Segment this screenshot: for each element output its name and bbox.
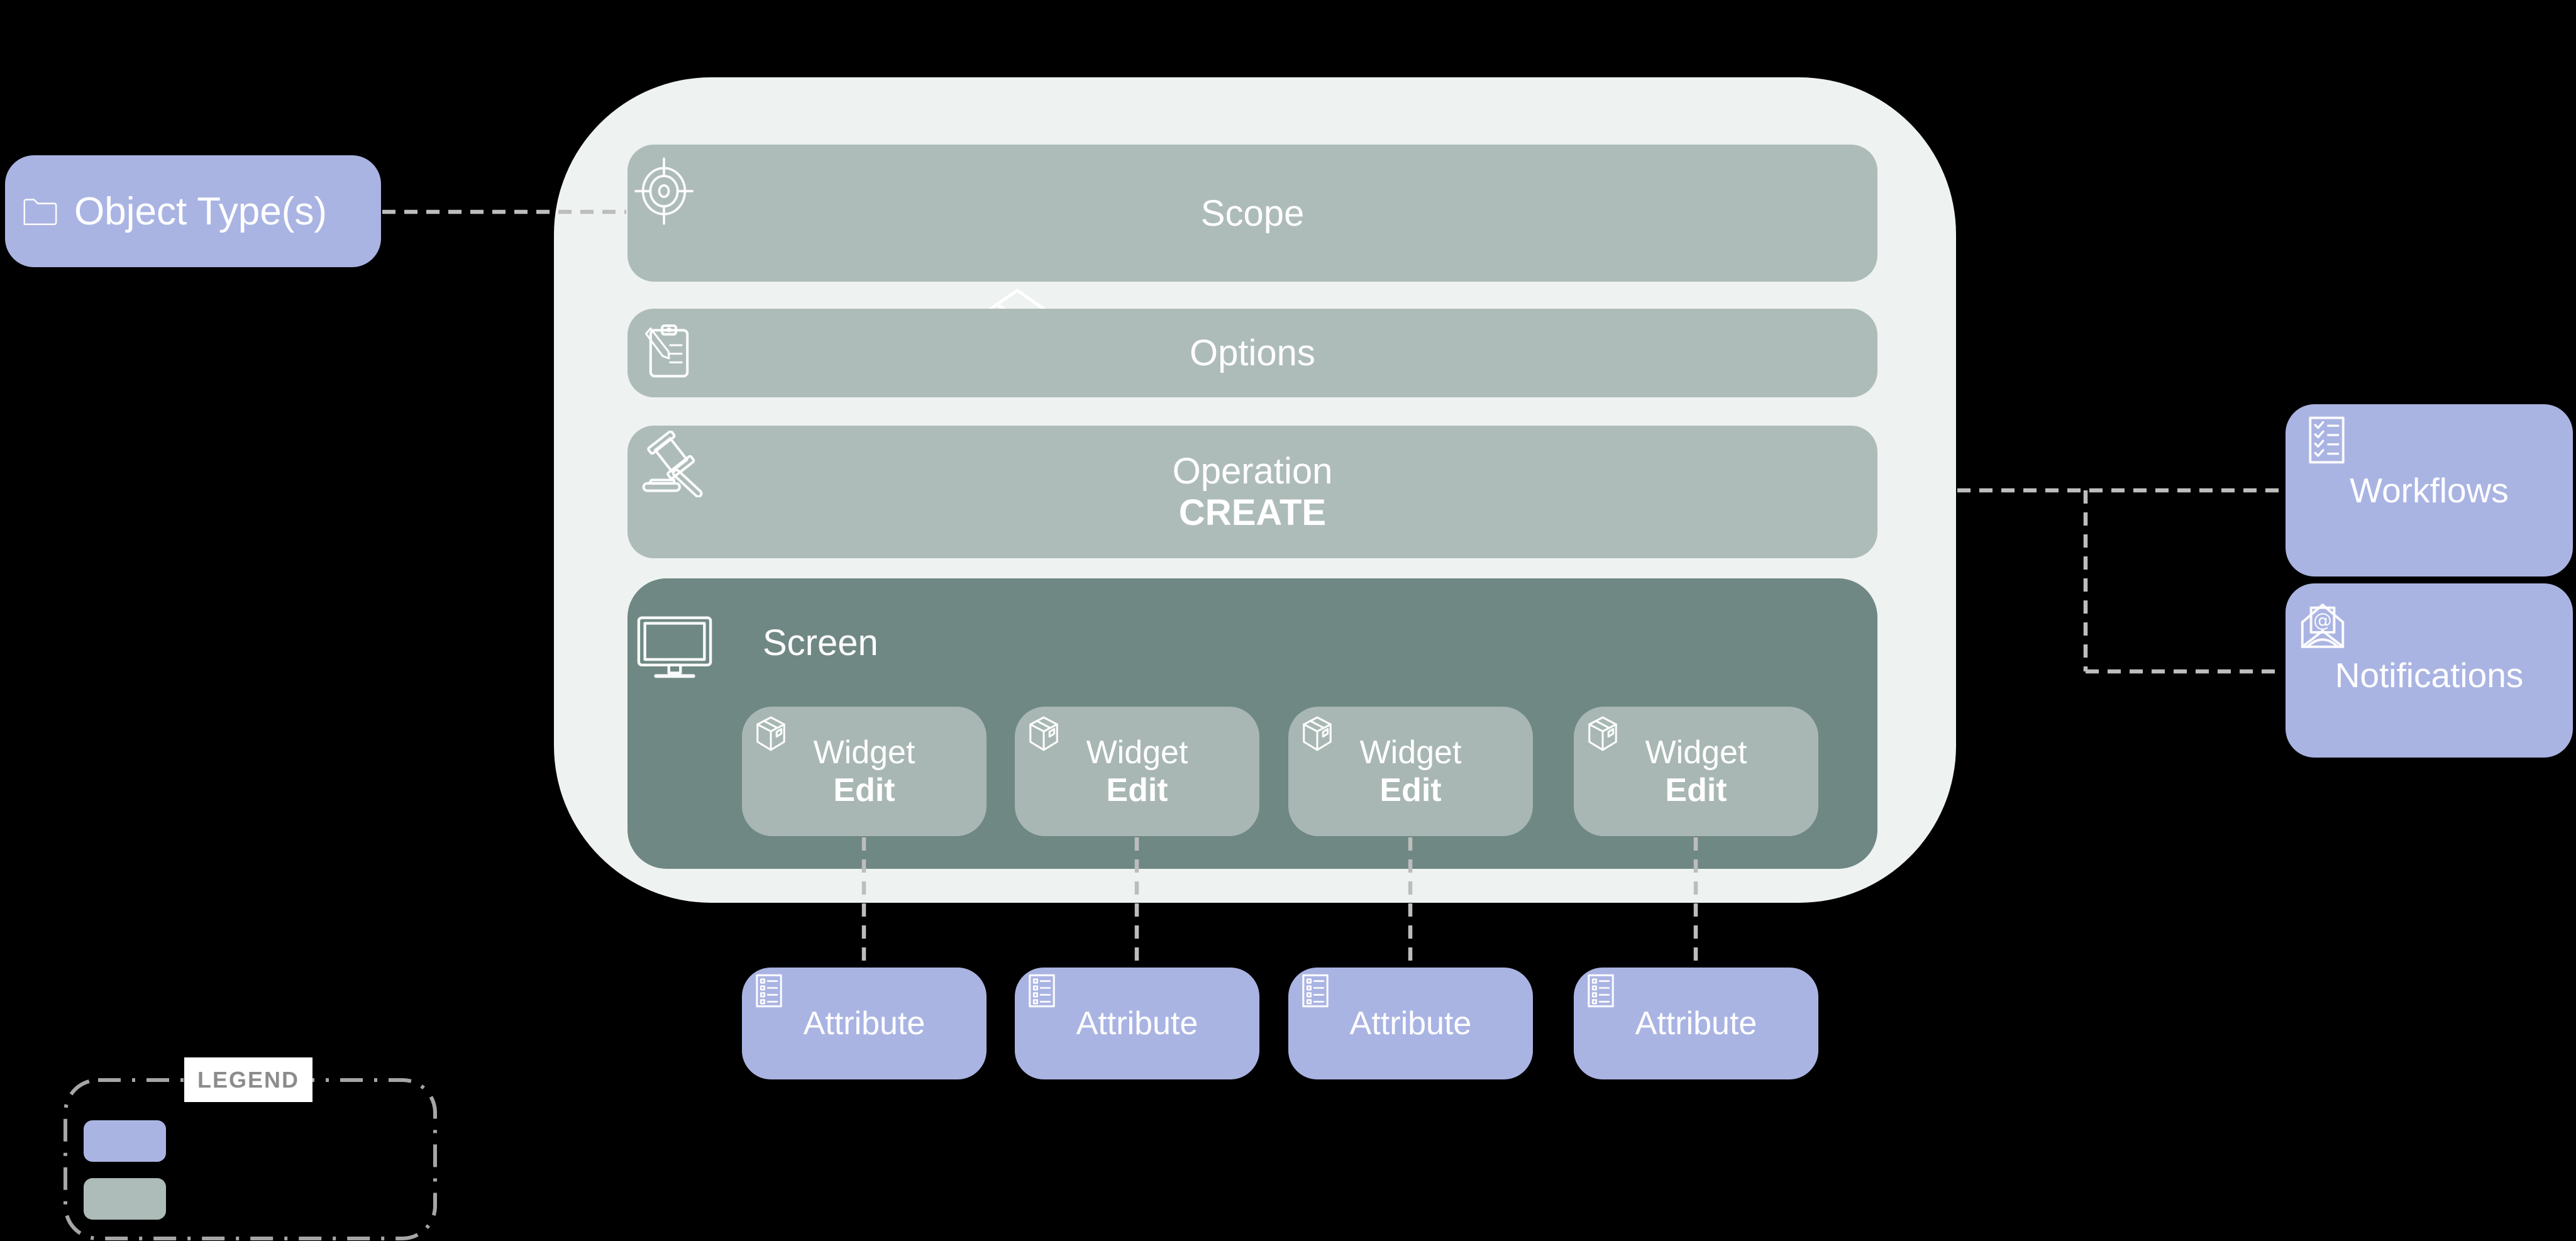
widget-node-4: Widget Edit (1574, 707, 1818, 836)
legend-swatch-purple (84, 1120, 166, 1162)
monitor-icon (636, 614, 713, 680)
checklist-icon (1588, 974, 1614, 1008)
attribute-node-3: Attribute (1288, 968, 1533, 1079)
checklist-icon (1029, 974, 1055, 1008)
widget-node-1: Widget Edit (742, 707, 987, 836)
operation-create-label: CREATE (1178, 492, 1327, 533)
widget-label: Widget (1086, 734, 1188, 771)
package-icon (1588, 715, 1618, 752)
widget-mode-label: Edit (1665, 772, 1727, 808)
scope-label: Scope (1200, 192, 1305, 234)
options-node: Options (627, 309, 1877, 397)
package-icon (1029, 715, 1059, 752)
clipboard-pencil-icon (643, 321, 695, 383)
workflows-node: Workflows (2286, 404, 2573, 576)
screen-node: Screen Widget Edit (627, 578, 1877, 869)
operation-container: Scope Options (554, 77, 1956, 903)
workflows-label: Workflows (2350, 471, 2509, 510)
options-label: Options (1190, 333, 1315, 373)
open-envelope-icon: @ (2299, 597, 2347, 650)
notifications-node: @ Notifications (2286, 583, 2573, 758)
widget-node-2: Widget Edit (1015, 707, 1259, 836)
operation-label: Operation (1172, 450, 1333, 492)
package-icon (756, 715, 786, 752)
checklist-icon (756, 974, 782, 1008)
scope-node: Scope (627, 145, 1877, 282)
legend-swatch-gray-green (84, 1178, 166, 1220)
widget-mode-label: Edit (1379, 772, 1442, 808)
gavel-icon (641, 431, 712, 497)
svg-text:@: @ (2313, 610, 2332, 632)
package-icon (1302, 715, 1332, 752)
attribute-label: Attribute (1635, 1005, 1757, 1042)
widget-mode-label: Edit (833, 772, 895, 808)
widget-label: Widget (1359, 734, 1462, 771)
attribute-label: Attribute (1076, 1005, 1198, 1042)
object-type-node: Object Type(s) (5, 155, 381, 267)
widget-label: Widget (1645, 734, 1747, 771)
widget-node-3: Widget Edit (1288, 707, 1533, 836)
attribute-label: Attribute (1349, 1005, 1472, 1042)
object-type-label: Object Type(s) (74, 189, 328, 233)
attribute-node-1: Attribute (742, 968, 987, 1079)
notifications-label: Notifications (2335, 655, 2524, 695)
screen-label: Screen (763, 622, 878, 663)
widget-mode-label: Edit (1106, 772, 1168, 808)
checklist-icon (1302, 974, 1329, 1008)
folder-icon (23, 196, 58, 227)
task-list-icon (2309, 416, 2345, 464)
widget-label: Widget (813, 734, 915, 771)
operation-node: Operation CREATE (627, 426, 1877, 558)
attribute-node-4: Attribute (1574, 968, 1818, 1079)
attribute-node-2: Attribute (1015, 968, 1259, 1079)
target-icon (633, 150, 695, 233)
attribute-label: Attribute (803, 1005, 926, 1042)
legend-title: LEGEND (184, 1057, 312, 1102)
